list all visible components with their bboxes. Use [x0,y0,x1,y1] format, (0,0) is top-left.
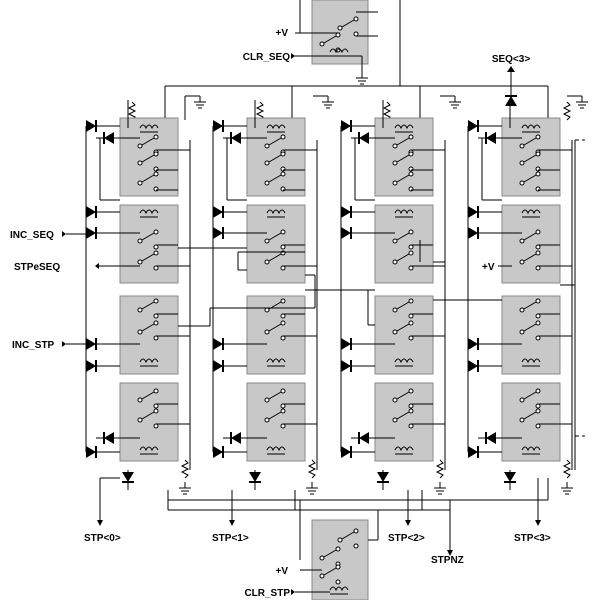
inc-stp-label: INC_STP [12,340,55,351]
inc-seq-arrow-icon [62,231,66,237]
clr-seq-label: CLR_SEQ [243,52,290,63]
relay-contacts [85,100,573,495]
stpnz-arrow-icon [447,550,453,556]
stp1-arrow-icon [229,520,235,526]
clr-seq-arrow-icon [291,53,295,59]
stp2-label: STP<2> [388,533,425,544]
bottom-plus-v-label: +V [275,566,288,577]
seq3-arrow-icon [507,66,515,72]
stpeseq-label: STPeSEQ [14,262,60,273]
stp0-arrow-icon [97,520,103,526]
bottom-bus [99,477,549,560]
stpnz-label: STPNZ [431,555,464,566]
top-plus-v-label: +V [275,28,288,39]
relay-grid [119,117,561,462]
clr-stp-arrow-icon [291,589,295,595]
top-clear-relay [293,0,401,86]
stp3-arrow-icon [535,520,541,526]
clr-stp-label: CLR_STP [244,588,290,599]
stp3-label: STP<3> [514,533,551,544]
inc-seq-label: INC_SEQ [10,230,54,241]
bottom-clear-relay [295,510,379,600]
stp2-arrow-icon [405,520,411,526]
seq3-label: SEQ<3> [492,54,531,65]
cross-wiring [178,140,576,470]
inc-stp-arrow-icon [62,341,66,347]
stpeseq-arrow-icon [95,263,99,269]
stp1-label: STP<1> [212,533,249,544]
mid-plus-v-label: +V [482,262,495,273]
stp0-label: STP<0> [84,533,121,544]
